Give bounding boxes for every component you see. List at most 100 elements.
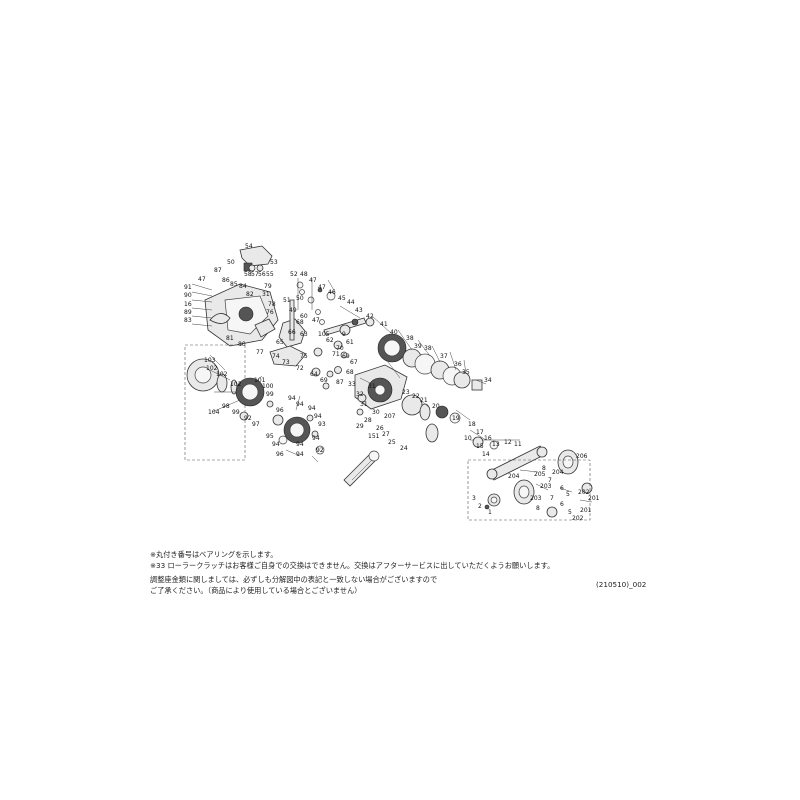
svg-text:45: 45: [338, 295, 346, 302]
svg-text:94: 94: [296, 401, 304, 408]
svg-text:8: 8: [536, 505, 540, 512]
svg-text:78: 78: [268, 301, 276, 308]
svg-text:6: 6: [560, 485, 564, 492]
svg-text:38: 38: [424, 345, 432, 352]
svg-text:34: 34: [484, 377, 492, 384]
main-gear-assembly: [354, 364, 461, 443]
svg-text:40: 40: [390, 329, 398, 336]
svg-text:37: 37: [440, 353, 448, 360]
svg-text:151: 151: [368, 433, 380, 440]
svg-text:6: 6: [560, 501, 564, 508]
svg-text:95: 95: [266, 433, 274, 440]
svg-text:92: 92: [244, 415, 252, 422]
svg-text:71: 71: [332, 351, 340, 358]
svg-text:35: 35: [462, 369, 470, 376]
svg-text:68: 68: [296, 319, 304, 326]
svg-text:27: 27: [382, 431, 390, 438]
svg-text:64: 64: [310, 371, 318, 378]
svg-text:91: 91: [184, 284, 192, 291]
svg-text:12: 12: [504, 439, 512, 446]
svg-text:9: 9: [342, 331, 346, 338]
svg-text:102: 102: [216, 371, 228, 378]
svg-text:60: 60: [300, 313, 308, 320]
svg-text:69: 69: [320, 377, 328, 384]
svg-text:207: 207: [384, 413, 396, 420]
svg-text:79: 79: [264, 283, 272, 290]
svg-text:56: 56: [258, 271, 266, 278]
svg-text:94: 94: [296, 451, 304, 458]
svg-text:32: 32: [356, 391, 364, 398]
svg-text:20: 20: [432, 403, 440, 410]
svg-text:42: 42: [366, 313, 374, 320]
svg-text:21: 21: [420, 397, 428, 404]
svg-text:98: 98: [222, 403, 230, 410]
svg-text:69: 69: [342, 353, 350, 360]
svg-text:66: 66: [288, 329, 296, 336]
svg-text:94: 94: [308, 405, 316, 412]
svg-text:8: 8: [542, 465, 546, 472]
svg-text:14: 14: [482, 451, 490, 458]
svg-text:94: 94: [312, 435, 320, 442]
svg-text:5: 5: [568, 509, 572, 516]
document-code: (210510)_002: [596, 580, 647, 589]
svg-text:58: 58: [244, 271, 252, 278]
svg-text:73: 73: [282, 359, 290, 366]
svg-text:50: 50: [227, 259, 235, 266]
svg-text:92: 92: [316, 447, 324, 454]
svg-text:23: 23: [402, 389, 410, 396]
svg-text:54: 54: [245, 243, 253, 250]
leader-lines: [191, 278, 593, 503]
svg-text:52: 52: [290, 271, 298, 278]
svg-text:96: 96: [276, 407, 284, 414]
svg-text:38: 38: [406, 335, 414, 342]
svg-text:7: 7: [548, 477, 552, 484]
svg-text:16: 16: [184, 301, 192, 308]
svg-text:44: 44: [347, 299, 355, 306]
svg-text:5: 5: [566, 491, 570, 498]
svg-text:17: 17: [476, 429, 484, 436]
svg-text:203: 203: [540, 483, 552, 490]
svg-text:47: 47: [198, 276, 206, 283]
svg-text:105: 105: [318, 331, 330, 338]
svg-text:31: 31: [262, 291, 270, 298]
svg-text:29: 29: [356, 423, 364, 430]
svg-text:18: 18: [468, 421, 476, 428]
svg-text:13: 13: [492, 441, 500, 448]
svg-text:81: 81: [226, 335, 234, 342]
svg-text:11: 11: [514, 441, 522, 448]
svg-text:94: 94: [296, 441, 304, 448]
svg-text:46: 46: [328, 289, 336, 296]
svg-text:63: 63: [300, 331, 308, 338]
svg-text:204: 204: [508, 473, 520, 480]
svg-text:85: 85: [230, 281, 238, 288]
svg-text:49: 49: [289, 307, 297, 314]
left-cover-assembly: [184, 344, 325, 461]
svg-text:74: 74: [272, 353, 280, 360]
svg-text:99: 99: [232, 409, 240, 416]
svg-text:102: 102: [206, 365, 218, 372]
svg-text:72: 72: [296, 365, 304, 372]
svg-text:36: 36: [454, 361, 462, 368]
svg-text:47: 47: [312, 317, 320, 324]
svg-text:50: 50: [296, 295, 304, 302]
svg-text:203: 203: [530, 495, 542, 502]
svg-text:87: 87: [336, 379, 344, 386]
note-shim-2: ご了承ください。（商品により使用している場合とございません）: [150, 586, 362, 595]
svg-text:101: 101: [254, 377, 266, 384]
svg-text:89: 89: [184, 309, 192, 316]
svg-text:53: 53: [270, 259, 278, 266]
svg-text:202: 202: [572, 515, 584, 522]
svg-text:103: 103: [204, 357, 216, 364]
svg-text:93: 93: [318, 421, 326, 428]
svg-text:24: 24: [400, 445, 408, 452]
drag-washer-stack: [351, 317, 483, 391]
svg-text:82: 82: [246, 291, 254, 298]
part-labels: 54 50 53 58 57 56 55 87 47 86 85 84 79 9…: [184, 243, 600, 522]
handle-assembly: [467, 445, 593, 521]
svg-text:205: 205: [534, 471, 546, 478]
note-shim-1: 調整座金類に関しましては、必ずしも分解図中の表記と一致しない場合がございますので: [150, 575, 438, 584]
svg-text:25: 25: [388, 439, 396, 446]
svg-text:28: 28: [364, 417, 372, 424]
svg-text:43: 43: [355, 307, 363, 314]
svg-text:55: 55: [266, 271, 274, 278]
